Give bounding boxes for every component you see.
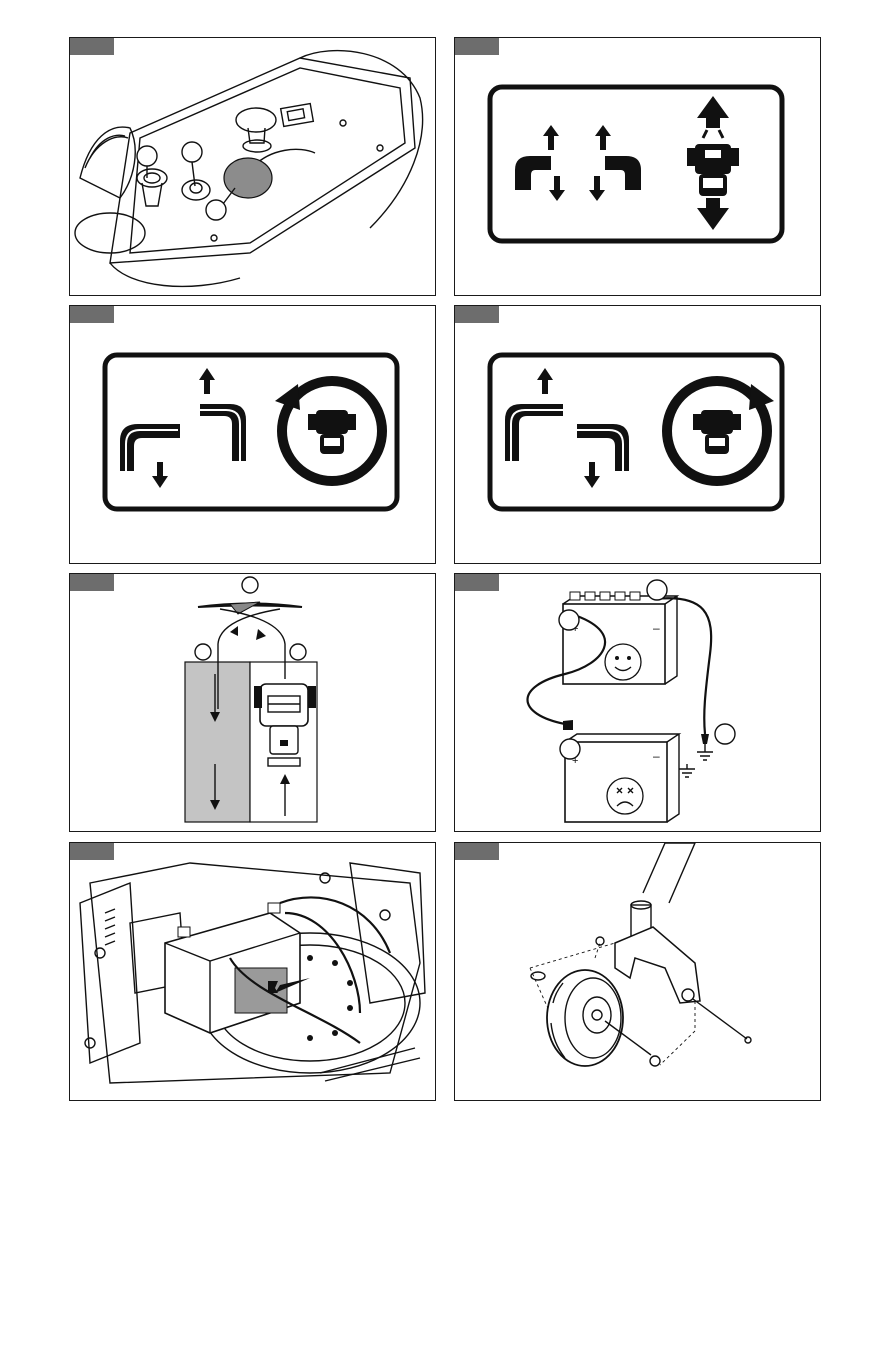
caster-wheel-illustration bbox=[455, 843, 821, 1101]
panel-mowing-turn-pattern bbox=[69, 573, 436, 832]
turn-right-decal bbox=[455, 306, 821, 564]
panel-steering-turn-left-decal bbox=[69, 305, 436, 564]
turn-pattern-diagram bbox=[70, 574, 436, 832]
callout-3 bbox=[206, 200, 226, 220]
callout-1 bbox=[647, 580, 667, 600]
callout-4 bbox=[715, 724, 735, 744]
panel-steering-forward-reverse-decal bbox=[454, 37, 821, 296]
callout-2 bbox=[559, 610, 579, 630]
callout-3 bbox=[560, 739, 580, 759]
panel-battery-compartment bbox=[69, 842, 436, 1101]
panel-throttle-controls bbox=[69, 37, 436, 296]
callout-2 bbox=[195, 644, 211, 660]
panel-caster-wheel-assembly bbox=[454, 842, 821, 1101]
panel-jump-start-batteries: + – + – bbox=[454, 573, 821, 832]
throttle-controls-illustration bbox=[70, 38, 436, 296]
svg-text:–: – bbox=[653, 621, 660, 635]
jump-start-diagram: + – + – bbox=[455, 574, 821, 832]
callout-1 bbox=[137, 146, 157, 166]
panel-steering-turn-right-decal bbox=[454, 305, 821, 564]
callout-1 bbox=[242, 577, 258, 593]
svg-text:–: – bbox=[653, 749, 660, 763]
callout-3 bbox=[290, 644, 306, 660]
callout-2 bbox=[182, 142, 202, 162]
turn-left-decal bbox=[70, 306, 436, 564]
battery-compartment-illustration bbox=[70, 843, 436, 1101]
forward-reverse-decal bbox=[455, 38, 821, 296]
